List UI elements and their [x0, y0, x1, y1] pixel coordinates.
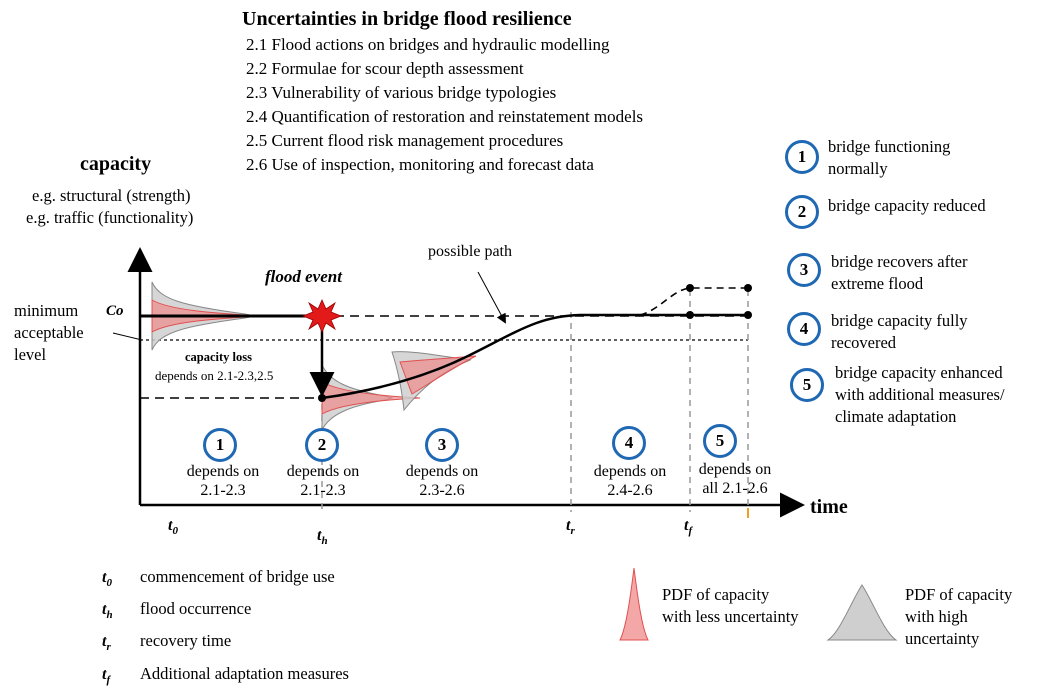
y-axis-example-traffic: e.g. traffic (functionality) — [26, 208, 194, 227]
stage-4-badge: 4 — [612, 426, 646, 460]
pdf-less-th — [321, 381, 421, 415]
path-point — [744, 284, 752, 292]
uncertainty-item: 2.1 Flood actions on bridges and hydraul… — [246, 35, 610, 54]
stage-2-badge: 2 — [305, 428, 339, 462]
legend-stage-1-badge: 1 — [785, 140, 819, 174]
legend-stage-1-text: bridge functioning normally — [828, 137, 951, 178]
path-point — [318, 394, 326, 402]
tick-tf: tf — [684, 517, 693, 538]
legend-stage-3-badge: 3 — [787, 253, 821, 287]
uncertainty-item: 2.6 Use of inspection, monitoring and fo… — [246, 155, 594, 174]
uncertainty-item: 2.3 Vulnerability of various bridge typo… — [246, 83, 557, 102]
legend-stage-2-text: bridge capacity reduced — [828, 196, 986, 215]
flood-star-icon — [301, 299, 343, 333]
tick-tr: tr — [566, 517, 575, 538]
legend-stage-2-badge: 2 — [785, 195, 819, 229]
tick-th: th — [317, 527, 328, 548]
legend-stage-4-text: bridge capacity fully recovered — [831, 311, 968, 352]
uncertainty-item: 2.2 Formulae for scour depth assessment — [246, 59, 524, 78]
capacity-loss-label: capacity loss — [185, 350, 253, 364]
path-point — [686, 284, 694, 292]
path-point — [744, 311, 752, 319]
stage-1-badge: 1 — [203, 428, 237, 462]
recovery-curve — [321, 313, 748, 400]
legend-pdf-high-text: PDF of capacity with high uncertainty — [905, 585, 1013, 648]
x-axis-title: time — [810, 496, 848, 518]
minimum-level-label: minimum acceptable level — [14, 301, 84, 364]
enhanced-path — [639, 287, 748, 316]
flood-event-label: flood event — [265, 267, 342, 286]
capacity-loss-dependency: depends on 2.1-2.3,2.5 — [155, 368, 274, 383]
tick-t0: t0 — [168, 517, 178, 538]
possible-path-label: possible path — [428, 243, 512, 260]
legend-stage-5-text: bridge capacity enhanced with additional… — [835, 363, 1005, 426]
path-point — [686, 311, 694, 319]
legend-pdf-less-icon — [619, 567, 649, 641]
possible-path-pointer — [477, 271, 506, 324]
pdf-less-recovery — [399, 355, 477, 395]
resilience-diagram — [112, 247, 898, 641]
co-label: Co — [106, 303, 124, 319]
legend-pdf-high-icon — [826, 584, 898, 641]
stage-3-badge: 3 — [425, 428, 459, 462]
y-axis-title: capacity — [80, 153, 152, 175]
y-axis-example-structural: e.g. structural (strength) — [32, 186, 191, 205]
legend-stage-3-text: bridge recovers after extreme flood — [831, 252, 968, 293]
legend-stage-4-badge: 4 — [787, 312, 821, 346]
stage-5-badge: 5 — [703, 424, 737, 458]
minimum-level-pointer — [112, 332, 143, 341]
legend-stage-5-badge: 5 — [790, 368, 824, 402]
uncertainties-title: Uncertainties in bridge flood resilience — [242, 8, 572, 30]
legend-pdf-less-text: PDF of capacity with less uncertainty — [662, 585, 799, 626]
uncertainty-item: 2.4 Quantification of restoration and re… — [246, 107, 644, 126]
uncertainty-item: 2.5 Current flood risk management proced… — [246, 131, 564, 150]
